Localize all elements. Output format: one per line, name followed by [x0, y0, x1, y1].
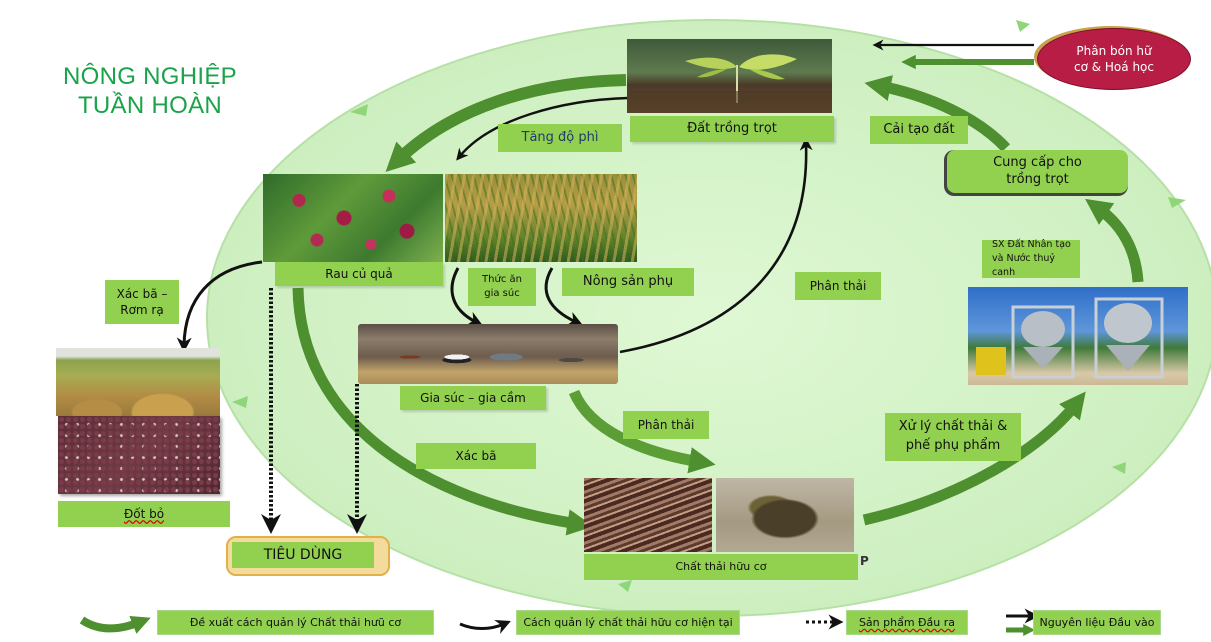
manure-to-waste-label: Phân thải	[623, 411, 709, 439]
green-arrow-soil-to-crops	[385, 74, 627, 172]
burn-label-text: Đốt bỏ	[123, 506, 165, 521]
waste-treatment-line2: phế phụ phẩm	[905, 438, 1001, 453]
coffee-berries-image	[263, 174, 443, 262]
vegetables-label: Rau củ quả	[275, 262, 443, 286]
legend-thin-black-arrow-icon	[459, 620, 511, 634]
black-arrow-soil-to-crops	[456, 96, 629, 161]
black-arrow-manure-to-soil	[619, 137, 813, 354]
artificial-soil-label: SX Đất Nhân tạo và Nước thuỷ canh	[982, 239, 1080, 278]
waste-treatment-label: Xử lý chất thải & phế phụ phẩm	[885, 413, 1021, 461]
increase-fertility-label: Tăng độ phì	[498, 124, 622, 152]
artificial-soil-line1: SX Đất Nhân tạo	[992, 239, 1071, 251]
fertilizer-label-line1: Phân bón hữ	[1076, 43, 1152, 58]
legend-output-text: Sản phẩm Đầu ra	[858, 616, 956, 629]
waste-treatment-line1: Xử lý chất thải &	[898, 419, 1008, 435]
straw-pile-field-image	[56, 348, 220, 416]
fertilizer-label-line2: cơ & Hoá học	[1073, 60, 1154, 74]
consumption-label: TIÊU DÙNG	[232, 542, 374, 568]
residue-label: Xác bã	[416, 443, 536, 469]
soil-label: Đất trồng trọt	[630, 116, 834, 142]
rice-field-image	[445, 174, 637, 262]
green-arrow-crops-to-waste	[292, 287, 594, 536]
residue-straw-label: Xác bã – Rơm rạ	[105, 280, 179, 324]
black-arrow-feed-to-livestock	[450, 267, 483, 326]
black-arrow-crops-to-burn	[176, 260, 263, 353]
ellipse-direction-marker	[1168, 197, 1186, 208]
seedling-in-soil-image	[627, 39, 832, 113]
animal-feed-line2: gia súc	[484, 288, 520, 299]
diagram-title-line1: NÔNG NGHIỆP	[63, 63, 237, 90]
burn-label: Đốt bỏ	[58, 501, 230, 527]
supply-crops-line1: Cung cấp cho	[993, 154, 1082, 170]
diagram-title-line2: TUẦN HOÀN	[77, 92, 223, 119]
soil-improvement-label: Cải tạo đất	[870, 116, 968, 144]
manure-to-soil-label: Phân thải	[795, 272, 881, 300]
legend-thick-green-arrow-icon	[79, 615, 151, 634]
organic-waste-label: Chất thải hữu cơ	[584, 554, 858, 580]
animal-feed-line1: Thức ăn	[482, 274, 522, 285]
residue-straw-line2: Rơm rạ	[120, 303, 164, 317]
green-arrow-waste-to-plant	[862, 391, 1086, 526]
legend-item-output: Sản phẩm Đầu ra	[846, 610, 968, 635]
legend-item-input: Nguyên liệu Đầu vào	[1033, 610, 1161, 635]
ellipse-direction-marker	[350, 104, 368, 116]
ellipse-direction-marker	[1016, 20, 1030, 32]
green-arrow-supply-to-soil	[864, 75, 1011, 152]
compost-pile-image	[716, 478, 854, 552]
animal-feed-label: Thức ăn gia súc	[468, 268, 536, 306]
livestock-label: Gia súc – gia cầm	[400, 386, 546, 410]
green-arrow-livestock-to-waste	[568, 389, 716, 474]
by-products-label: Nông sản phụ	[562, 268, 694, 296]
fertilizer-input-node: Phân bón hữ cơ & Hoá học	[1037, 28, 1191, 90]
residue-straw-line1: Xác bã –	[116, 286, 168, 301]
supply-crops-line2: trồng trọt	[1006, 171, 1069, 187]
ellipse-direction-marker	[1112, 462, 1126, 474]
tank-structures-icon	[976, 297, 1164, 379]
black-arrow-byproduct-to-livestock	[544, 267, 583, 326]
seedling-icon	[627, 54, 832, 113]
cattle-barn-image	[358, 324, 618, 384]
supply-crops-node: Cung cấp cho trồng trọt	[944, 150, 1128, 196]
diagram-title: NÔNG NGHIỆP TUẦN HOÀN	[40, 62, 260, 120]
artificial-soil-line2: và Nước thuỷ canh	[992, 253, 1056, 278]
consumption-node: TIÊU DÙNG	[226, 536, 390, 576]
green-arrow-plant-to-supply	[1085, 198, 1144, 283]
processing-plant-image	[968, 287, 1188, 385]
ellipse-direction-marker	[232, 396, 248, 408]
straw-fibers-image	[584, 478, 712, 552]
ellipse-direction-marker	[618, 580, 632, 592]
organic-waste-trailing-char: P	[860, 554, 869, 568]
legend-item-proposed: Đề xuất cách quản lý Chất thải hưũ cơ	[157, 610, 434, 635]
coffee-husks-image	[58, 416, 220, 494]
legend-item-current: Cách quản lý chất thải hữu cơ hiện tại	[516, 610, 740, 635]
